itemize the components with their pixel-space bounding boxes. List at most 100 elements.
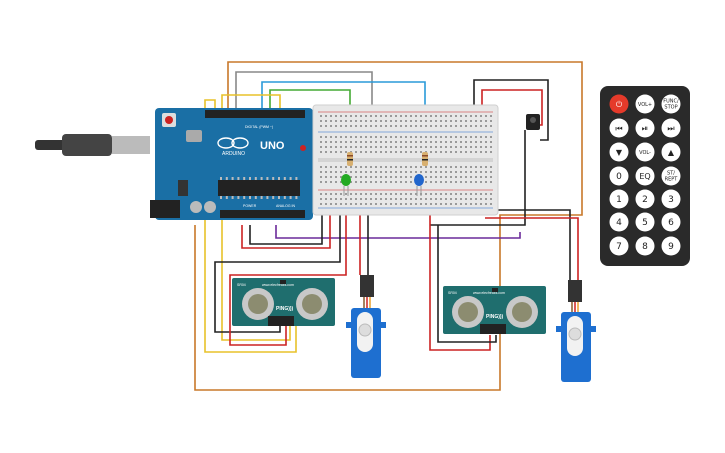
- breadboard-hole: [320, 203, 322, 205]
- breadboard-hole: [420, 141, 422, 143]
- breadboard-hole: [425, 120, 427, 122]
- digital-header: [205, 110, 305, 118]
- breadboard-hole: [385, 203, 387, 205]
- breadboard-hole: [460, 176, 462, 178]
- breadboard-hole: [480, 120, 482, 122]
- breadboard-hole: [425, 141, 427, 143]
- remote-button-vol-up[interactable]: VOL+: [635, 94, 655, 114]
- sensor-2-crystal: [492, 288, 498, 292]
- breadboard-hole: [320, 115, 322, 117]
- remote-button-down[interactable]: ▼: [609, 142, 629, 162]
- sensor-1-brand: PING))): [276, 306, 294, 312]
- breadboard-hole: [370, 141, 372, 143]
- breadboard-hole: [345, 115, 347, 117]
- breadboard-hole: [485, 198, 487, 200]
- wire-purple: [275, 225, 521, 239]
- remote-button-face: [635, 166, 655, 186]
- chip-pin: [295, 196, 298, 199]
- remote-button-func-stop[interactable]: FUNC/STOP: [661, 94, 681, 114]
- breadboard-hole: [420, 146, 422, 148]
- breadboard-hole: [470, 166, 472, 168]
- remote-button-label: STOP: [664, 105, 677, 111]
- breadboard-hole: [330, 146, 332, 148]
- breadboard-hole: [325, 171, 327, 173]
- breadboard-hole: [485, 151, 487, 153]
- chip-pin: [254, 196, 257, 199]
- breadboard-hole: [330, 115, 332, 117]
- breadboard-hole: [455, 171, 457, 173]
- remote-button-7[interactable]: 7: [609, 236, 629, 256]
- breadboard-hole: [390, 176, 392, 178]
- breadboard-hole: [400, 171, 402, 173]
- remote-button-9[interactable]: 9: [661, 236, 681, 256]
- breadboard-hole: [410, 203, 412, 205]
- chip-pin: [266, 196, 269, 199]
- breadboard-hole: [370, 176, 372, 178]
- remote-button-2[interactable]: 2: [635, 189, 655, 209]
- chip-pin: [237, 196, 240, 199]
- remote-button-prev[interactable]: ⏮: [609, 118, 629, 138]
- resistor-1-band: [347, 155, 353, 157]
- breadboard-hole: [455, 193, 457, 195]
- remote-button-8[interactable]: 8: [635, 236, 655, 256]
- servo-2: [556, 280, 596, 382]
- led-circuits: [341, 152, 428, 196]
- breadboard-hole: [400, 120, 402, 122]
- remote-button-st-rept[interactable]: ST/REPT: [661, 166, 681, 186]
- wire-black-remote: [473, 79, 549, 141]
- breadboard-hole: [435, 125, 437, 127]
- breadboard-hole: [325, 181, 327, 183]
- remote-button-vol-down[interactable]: VOL-: [635, 142, 655, 162]
- remote-button-label: 7: [616, 242, 622, 252]
- breadboard-hole: [380, 193, 382, 195]
- breadboard-hole: [475, 176, 477, 178]
- breadboard-hole: [400, 203, 402, 205]
- remote-button-5[interactable]: 5: [635, 212, 655, 232]
- chip-pin: [231, 196, 234, 199]
- remote-button-power[interactable]: ⏻: [609, 94, 629, 114]
- remote-button-up[interactable]: ▲: [661, 142, 681, 162]
- remote-button-0[interactable]: 0: [609, 166, 629, 186]
- regulator: [178, 180, 188, 196]
- breadboard-hole: [420, 120, 422, 122]
- ir-receiver-lens: [530, 117, 536, 123]
- breadboard-hole: [340, 151, 342, 153]
- remote-button-1[interactable]: 1: [609, 189, 629, 209]
- breadboard-hole: [445, 125, 447, 127]
- breadboard-hole: [460, 203, 462, 205]
- chip-pin: [220, 177, 222, 180]
- breadboard-hole: [425, 171, 427, 173]
- chip-pin: [272, 196, 275, 199]
- breadboard-hole: [345, 203, 347, 205]
- breadboard-hole: [395, 136, 397, 138]
- breadboard-hole: [365, 136, 367, 138]
- breadboard-hole: [350, 203, 352, 205]
- remote-button-3[interactable]: 3: [661, 189, 681, 209]
- breadboard-hole: [450, 146, 452, 148]
- breadboard-hole: [375, 193, 377, 195]
- breadboard-hole: [465, 176, 467, 178]
- servo-1: [346, 275, 386, 378]
- ir-receiver: [526, 114, 540, 130]
- breadboard-hole: [485, 171, 487, 173]
- remote-button-play-pause[interactable]: ⏯: [635, 118, 655, 138]
- remote-button-4[interactable]: 4: [609, 212, 629, 232]
- remote-button-6[interactable]: 6: [661, 212, 681, 232]
- chip-pin: [283, 196, 286, 199]
- breadboard-hole: [360, 176, 362, 178]
- remote-button-next[interactable]: ⏭: [661, 118, 681, 138]
- arduino-model: UNO: [260, 140, 285, 152]
- remote-button-eq[interactable]: EQ: [635, 166, 655, 186]
- breadboard-hole: [460, 120, 462, 122]
- breadboard-hole: [450, 125, 452, 127]
- breadboard-hole: [375, 198, 377, 200]
- breadboard-hole: [385, 151, 387, 153]
- remote-button-label: 9: [668, 242, 674, 252]
- breadboard-hole: [435, 171, 437, 173]
- breadboard-hole: [325, 198, 327, 200]
- breadboard-hole: [320, 198, 322, 200]
- breadboard-hole: [425, 146, 427, 148]
- breadboard-hole: [435, 203, 437, 205]
- breadboard-hole: [390, 171, 392, 173]
